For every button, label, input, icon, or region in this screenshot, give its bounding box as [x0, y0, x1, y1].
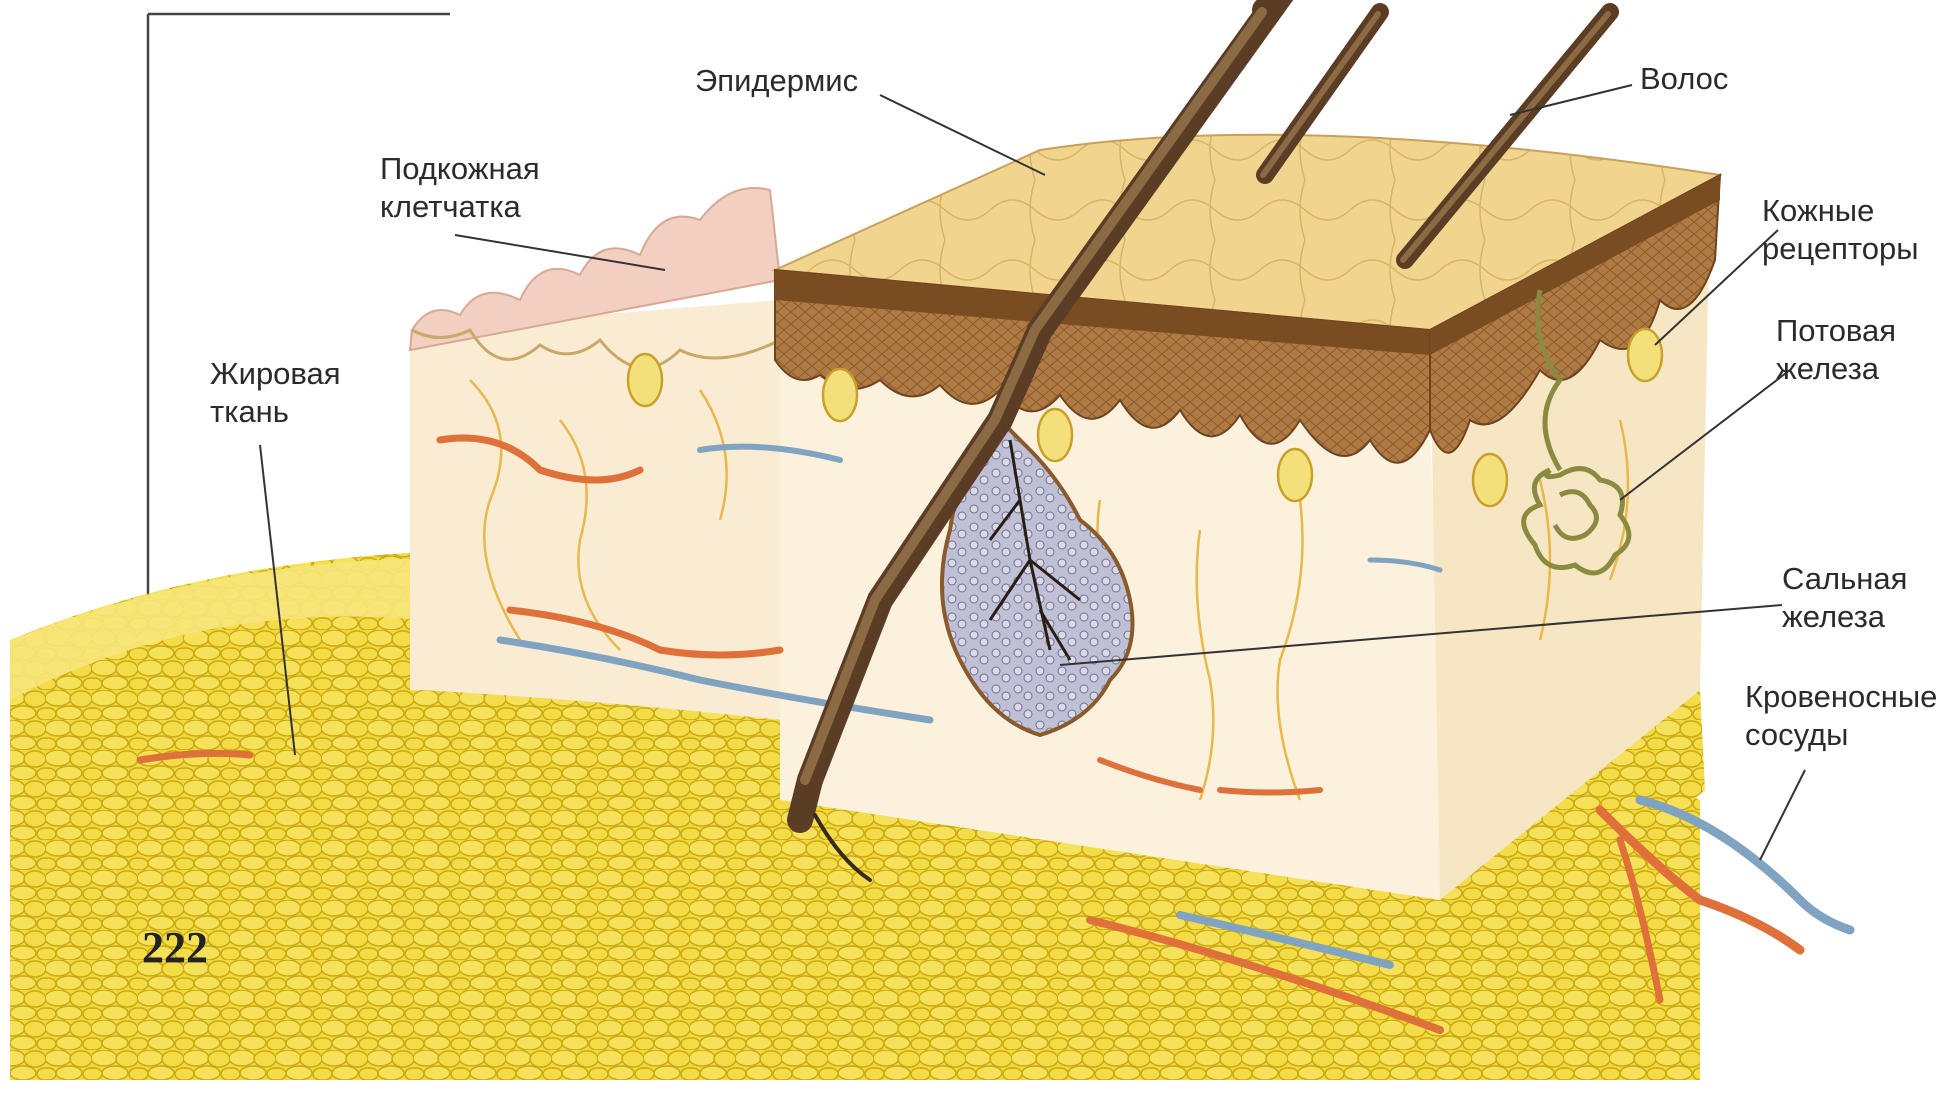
label-sebaceous-gland: Сальная железа [1782, 560, 1907, 636]
label-sebaceous-line1: Сальная [1782, 560, 1907, 598]
label-blood-vessels: Кровеносные сосуды [1745, 678, 1937, 754]
label-epidermis: Эпидермис [695, 62, 858, 100]
label-vessels-line1: Кровеносные [1745, 678, 1937, 716]
label-sweat-line1: Потовая [1776, 312, 1896, 350]
label-fat-line1: Жировая [210, 355, 341, 393]
label-receptors: Кожные рецепторы [1762, 192, 1919, 268]
label-subcutaneous-line2: клетчатка [380, 188, 540, 226]
label-vessels-line2: сосуды [1745, 716, 1937, 754]
label-sweat-gland: Потовая железа [1776, 312, 1896, 388]
label-receptors-line2: рецепторы [1762, 230, 1919, 268]
label-sweat-line2: железа [1776, 350, 1896, 388]
page-number: 222 [142, 922, 208, 973]
label-receptors-line1: Кожные [1762, 192, 1919, 230]
label-hair: Волос [1640, 60, 1728, 98]
label-subcutaneous-line1: Подкожная [380, 150, 540, 188]
label-fat-tissue: Жировая ткань [210, 355, 341, 431]
label-fat-line2: ткань [210, 393, 341, 431]
label-subcutaneous: Подкожная клетчатка [380, 150, 540, 226]
label-sebaceous-line2: железа [1782, 598, 1907, 636]
